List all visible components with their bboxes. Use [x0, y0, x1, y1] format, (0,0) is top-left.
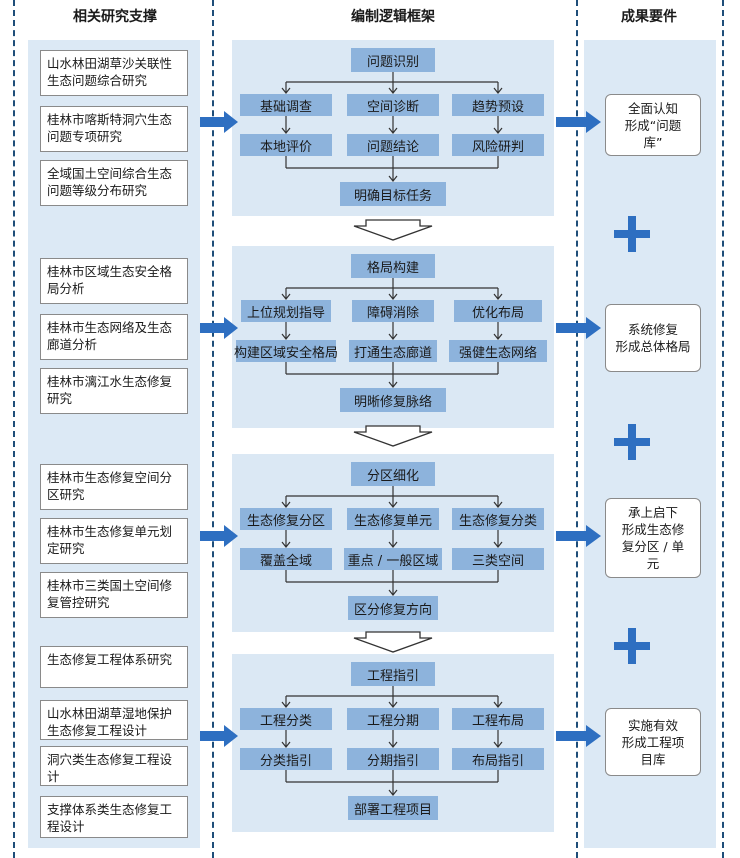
stage-step: 优化布局: [454, 300, 542, 322]
stage-step: 空间诊断: [347, 94, 439, 116]
stage-result: 打通生态廊道: [349, 340, 437, 362]
header-research: 相关研究支撑: [73, 9, 157, 25]
header-framework: 编制逻辑框架: [351, 9, 435, 25]
research-item: 洞穴类生态修复工程设计: [40, 746, 188, 786]
stage-step: 生态修复分类: [452, 508, 544, 530]
research-item: 桂林市生态修复单元划定研究: [40, 518, 188, 564]
stage-result: 本地评价: [240, 134, 332, 156]
stage-title: 格局构建: [351, 254, 435, 278]
stage-title: 问题识别: [351, 48, 435, 72]
stage-result: 风险研判: [452, 134, 544, 156]
stage-step: 生态修复单元: [347, 508, 439, 530]
research-item: 桂林市喀斯特洞穴生态问题专项研究: [40, 106, 188, 152]
outcome-item: 承上启下 形成生态修 复分区 / 单 元: [605, 498, 701, 578]
stage-step: 生态修复分区: [240, 508, 332, 530]
divider-line: [576, 0, 578, 858]
outcome-item: 全面认知 形成“问题 库”: [605, 94, 701, 156]
research-item: 桂林市生态修复空间分区研究: [40, 464, 188, 510]
research-item: 全域国土空间综合生态问题等级分布研究: [40, 160, 188, 206]
research-item: 桂林市三类国土空间修复管控研究: [40, 572, 188, 618]
stage-result: 三类空间: [452, 548, 544, 570]
down-arrow-icon: [353, 425, 433, 447]
divider-line: [722, 0, 724, 858]
research-item: 山水林田湖草湿地保护生态修复工程设计: [40, 700, 188, 740]
stage-goal: 区分修复方向: [348, 596, 438, 620]
stage-goal: 部署工程项目: [348, 796, 438, 820]
research-item: 山水林田湖草沙关联性生态问题综合研究: [40, 50, 188, 96]
research-item: 支撑体系类生态修复工程设计: [40, 796, 188, 838]
divider-line: [212, 0, 214, 858]
stage-result: 覆盖全域: [240, 548, 332, 570]
stage-title: 工程指引: [351, 662, 435, 686]
stage-result: 问题结论: [347, 134, 439, 156]
down-arrow-icon: [353, 631, 433, 653]
research-item: 桂林市区域生态安全格局分析: [40, 258, 188, 304]
research-item: 桂林市漓江水生态修复研究: [40, 368, 188, 414]
stage-step: 工程布局: [452, 708, 544, 730]
header-outcomes: 成果要件: [621, 9, 677, 25]
outcome-item: 实施有效 形成工程项 目库: [605, 708, 701, 776]
stage-result: 重点 / 一般区域: [344, 548, 442, 570]
stage-step: 基础调查: [240, 94, 332, 116]
stage-step: 趋势预设: [452, 94, 544, 116]
stage-title: 分区细化: [351, 462, 435, 486]
divider-line: [13, 0, 15, 858]
stage-step: 障碍消除: [352, 300, 434, 322]
outcome-item: 系统修复 形成总体格局: [605, 304, 701, 372]
stage-step: 工程分类: [240, 708, 332, 730]
research-item: 生态修复工程体系研究: [40, 646, 188, 688]
down-arrow-icon: [353, 219, 433, 241]
stage-step: 工程分期: [347, 708, 439, 730]
stage-goal: 明晰修复脉络: [340, 388, 446, 412]
stage-result: 分类指引: [240, 748, 332, 770]
stage-result: 布局指引: [452, 748, 544, 770]
stage-result: 分期指引: [347, 748, 439, 770]
stage-step: 上位规划指导: [241, 300, 331, 322]
stage-goal: 明确目标任务: [340, 182, 446, 206]
stage-result: 构建区域安全格局: [234, 340, 338, 362]
stage-result: 强健生态网络: [449, 340, 547, 362]
research-item: 桂林市生态网络及生态廊道分析: [40, 314, 188, 360]
